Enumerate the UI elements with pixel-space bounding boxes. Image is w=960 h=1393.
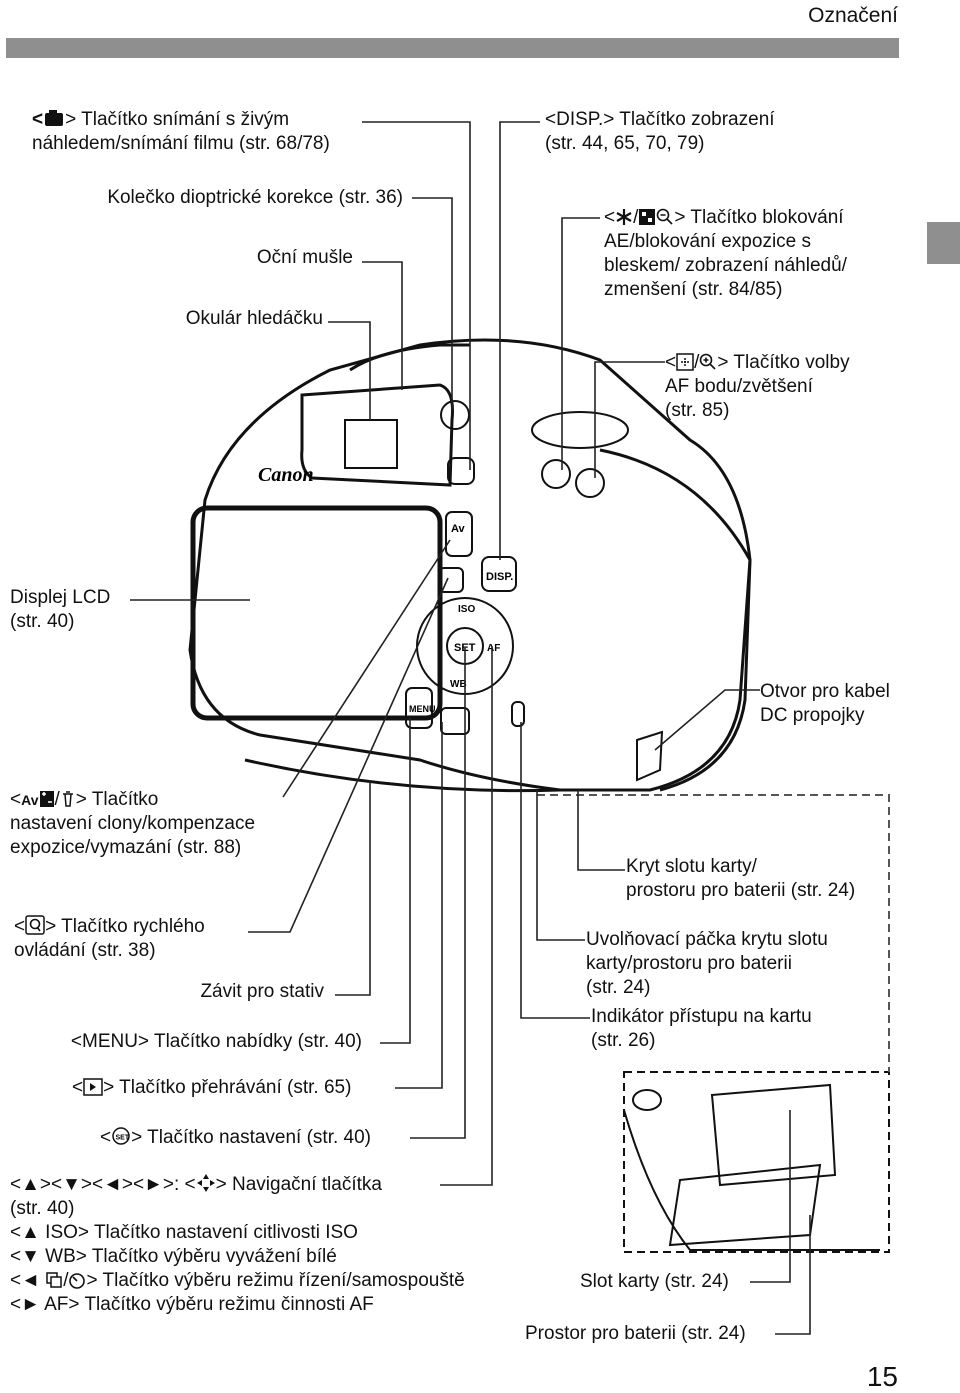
- camera-brand: Canon: [258, 464, 314, 486]
- av-button-shape: [445, 511, 473, 557]
- chapter-tab: [927, 222, 960, 264]
- cross-keys-icon: [196, 1174, 215, 1192]
- svg-text:SET: SET: [116, 1135, 130, 1142]
- label-menu-button: <MENU> Tlačítko nabídky (str. 40): [70, 1031, 362, 1052]
- label-q-button: <> Tlačítko rychlého ovládání (str. 38): [14, 915, 205, 961]
- ae-lock-icon: [616, 209, 632, 225]
- inset-guide: [537, 794, 890, 1072]
- diopter-dial: [440, 400, 470, 430]
- page-header: Označení: [808, 4, 898, 27]
- label-cross-keys: <▲><▼><◄><►>: <> Navigační tlačítka (str…: [10, 1174, 465, 1315]
- btn-menu-label: MENU: [409, 704, 436, 714]
- label-av-button: <Av/> Tlačítko nastavení clony/kompenzac…: [10, 789, 256, 858]
- set-icon: SET: [112, 1127, 130, 1145]
- drive-mode-icon: [46, 1272, 62, 1288]
- label-eyecup: Oční mušle: [256, 247, 353, 268]
- ae-lock-button-shape: [541, 459, 571, 489]
- btn-av-label: Av: [451, 523, 466, 535]
- label-diopter: Kolečko dioptrické korekce (str. 36): [107, 187, 403, 208]
- exposure-comp-icon: [39, 791, 54, 807]
- q-button-shape: [438, 567, 464, 593]
- index-icon: [639, 209, 656, 225]
- disp-button-shape: [481, 556, 517, 592]
- label-play-button: <> Tlačítko přehrávání (str. 65): [72, 1077, 352, 1098]
- btn-wb-label: WB: [450, 679, 467, 690]
- label-card-slot: Slot karty (str. 24): [580, 1271, 729, 1292]
- dc-coupler-shape: [636, 730, 664, 782]
- label-battery: Prostor pro baterii (str. 24): [525, 1323, 746, 1344]
- q-icon: [25, 915, 45, 935]
- zoom-out-icon: [657, 208, 673, 225]
- camera-grip: [599, 448, 752, 792]
- access-lamp-shape: [511, 701, 525, 727]
- label-ae-lock: </> Tlačítko blokování AE/blokování expo…: [604, 207, 847, 300]
- main-dial: [531, 411, 629, 449]
- viewfinder-window: [344, 419, 398, 469]
- label-eyepiece: Okulár hledáčku: [185, 308, 323, 329]
- trash-icon: [62, 791, 73, 807]
- self-timer-icon: [69, 1273, 86, 1289]
- label-card-cover: Kryt slotu karty/prostoru pro baterii (s…: [626, 856, 856, 901]
- inset-tripod: [632, 1089, 662, 1111]
- camera-bottom: [244, 758, 561, 793]
- btn-af-label: AF: [487, 643, 500, 654]
- live-view-button-shape: [447, 457, 475, 485]
- inset-frame: [623, 1071, 890, 1253]
- af-point-icon: [676, 353, 694, 371]
- label-tripod: Závit pro stativ: [200, 981, 324, 1002]
- label-live-view: <> Tlačítko snímání s živým náhledem/sní…: [32, 109, 330, 154]
- page-number: 15: [866, 1361, 898, 1392]
- camera-top: [349, 343, 470, 372]
- header-rule: [6, 38, 899, 58]
- card-slot-shape: [710, 1083, 837, 1187]
- label-set-button: <SET> Tlačítko nastavení (str. 40): [100, 1127, 372, 1148]
- camera-icon: [45, 110, 64, 126]
- lcd-screen: [190, 505, 443, 721]
- af-point-button-shape: [575, 468, 605, 498]
- menu-button-shape: [405, 687, 433, 729]
- label-access-lamp: Indikátor přístupu na kartu(str. 26): [591, 1006, 812, 1051]
- btn-iso-label: ISO: [458, 604, 475, 615]
- zoom-in-icon: [700, 353, 716, 370]
- eyecup-shape: [300, 383, 454, 487]
- play-icon: [83, 1078, 103, 1096]
- btn-disp-label: DISP.: [486, 571, 513, 583]
- play-button-shape: [440, 707, 470, 735]
- label-lcd: Displej LCD(str. 40): [10, 587, 111, 632]
- label-af-point: </> Tlačítko volby AF bodu/zvětšení(str.…: [665, 352, 850, 421]
- label-disp: <DISP.> Tlačítko zobrazení(str. 44, 65, …: [545, 109, 775, 154]
